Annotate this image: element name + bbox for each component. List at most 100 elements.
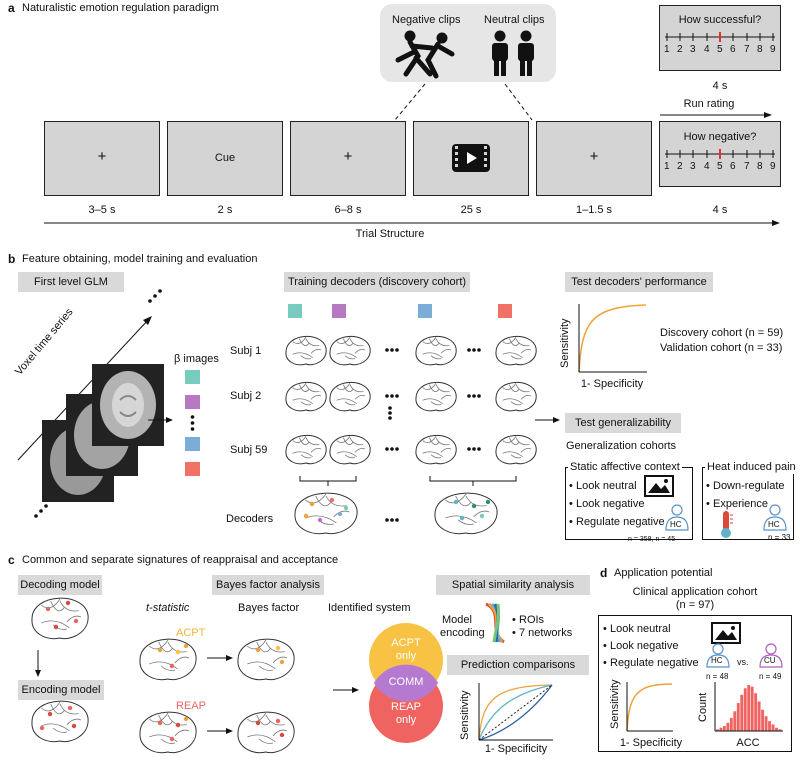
- hc-badge: HC: [711, 656, 723, 665]
- histogram-bar: [764, 716, 768, 731]
- clinical-roc-curve: [626, 682, 673, 732]
- roc-xlabel: 1- Specificity: [580, 378, 644, 390]
- brain-outline: [31, 700, 89, 743]
- ellipsis-dots: [385, 447, 399, 451]
- thermometer-icon: [721, 511, 733, 538]
- brain-outline: [285, 434, 327, 465]
- brain-outline: [415, 434, 457, 465]
- static-item: Regulate negative: [576, 516, 665, 528]
- ellipsis-dots: [467, 348, 481, 352]
- hist-xlabel: ACC: [736, 737, 760, 749]
- histogram-bar: [716, 729, 719, 731]
- scale-num: 5: [717, 44, 723, 55]
- histogram-bar: [757, 701, 761, 731]
- screen-fixation-2: [290, 121, 406, 196]
- histogram-bar: [736, 703, 740, 731]
- spatial-item: ROIs: [519, 614, 545, 626]
- histogram-bar: [719, 727, 723, 731]
- ellipsis-dots: [388, 406, 392, 420]
- acpt-only-line2: only: [395, 650, 417, 662]
- video-icon: [452, 144, 490, 172]
- brain-outline: [329, 335, 371, 366]
- panel-b-title: Feature obtaining, model training and ev…: [22, 253, 258, 265]
- clinical-cohort-n: (n = 97): [675, 599, 715, 611]
- panel-letter-b: b: [8, 252, 16, 266]
- generalization-cohorts-label: Generalization cohorts: [566, 440, 677, 452]
- identified-system-venn: [369, 623, 443, 743]
- pred-xlabel: 1- Specificity: [484, 743, 548, 755]
- static-n: n = 358, n = 45: [628, 536, 676, 543]
- bullet: •: [569, 498, 573, 510]
- duration-label: 2 s: [217, 204, 233, 216]
- scale-num: 4: [704, 161, 710, 172]
- beta-images-label: β images: [174, 353, 219, 365]
- hist-ylabel: Count: [697, 692, 709, 722]
- scale-num: 6: [730, 44, 736, 55]
- arrow-icon: [535, 417, 560, 423]
- run-rating-arrow: [660, 112, 772, 118]
- hc-badge: HC: [768, 520, 780, 529]
- scale-num: 4: [704, 44, 710, 55]
- trial-structure-label: Trial Structure: [355, 228, 425, 240]
- decoder-color-squares: [288, 304, 512, 318]
- bullet: •: [603, 640, 607, 652]
- bullet: •: [569, 516, 573, 528]
- discovery-cohort: Discovery cohort (n = 59): [660, 327, 784, 339]
- panel-c-title: Common and separate signatures of reappr…: [22, 554, 339, 566]
- brain-outline: [139, 711, 197, 754]
- cu-n: n = 49: [759, 672, 782, 681]
- ellipsis-dots: [385, 518, 399, 522]
- clinical-box: [598, 615, 792, 752]
- brain-outline: [294, 492, 358, 535]
- roc-curve-panel-b: [578, 304, 647, 373]
- bullet: •: [512, 614, 516, 626]
- scale-num: 2: [677, 161, 683, 172]
- brain-outline: [139, 638, 197, 681]
- scale-num: 7: [744, 161, 750, 172]
- duration-label: 25 s: [460, 204, 482, 216]
- clinical-item: Look neutral: [610, 623, 671, 635]
- panel-letter-c: c: [8, 553, 15, 567]
- spatial-item: 7 networks: [519, 627, 573, 639]
- histogram-bar: [775, 727, 778, 731]
- network-ribbon-icon: [485, 602, 505, 644]
- brain-outline: [31, 597, 89, 640]
- bullet: •: [512, 627, 516, 639]
- brain-outline: [495, 434, 537, 465]
- down-arrow: [35, 650, 41, 677]
- cue-text: Cue: [214, 152, 236, 164]
- bullet: •: [706, 498, 710, 510]
- person-icon-cu: [759, 643, 783, 668]
- run-rating-duration: 4 s: [712, 80, 728, 92]
- bf-label: Bayes factor: [238, 602, 300, 614]
- prediction-roc-curves: [478, 683, 553, 741]
- subject-label: Subj 1: [230, 345, 262, 357]
- screen-fixation-1: [44, 121, 160, 196]
- encoding-model-header: Encoding model: [18, 680, 104, 700]
- bayes-header: Bayes factor analysis: [212, 575, 324, 595]
- histogram-bar: [768, 721, 771, 731]
- scale-num: 7: [744, 44, 750, 55]
- brain-outline: [415, 381, 457, 412]
- first-level-header: First level GLM: [18, 272, 124, 292]
- brain-outline: [495, 381, 537, 412]
- brain-outline: [285, 335, 327, 366]
- screen-cue: [167, 121, 283, 196]
- validation-cohort: Validation cohort (n = 33): [660, 342, 783, 354]
- histogram-bar: [778, 729, 782, 731]
- run-rating-label: Run rating: [683, 98, 735, 110]
- brain-outline: [434, 492, 498, 535]
- heat-item: Down-regulate: [713, 480, 785, 492]
- ellipsis-dots: [385, 394, 399, 398]
- clinical-item: Regulate negative: [610, 657, 699, 669]
- person-icon-hc: [763, 504, 787, 531]
- acpt-only-line1: ACPT: [391, 637, 421, 649]
- fixation-cross: +: [589, 148, 599, 165]
- brain-outline: [495, 335, 537, 366]
- comm-label: COMM: [388, 676, 424, 688]
- panel-a-title: Naturalistic emotion regulation paradigm: [22, 2, 219, 14]
- beta-images-squares: [185, 370, 200, 476]
- brain-outline: [415, 335, 457, 366]
- brain-outline: [237, 638, 295, 681]
